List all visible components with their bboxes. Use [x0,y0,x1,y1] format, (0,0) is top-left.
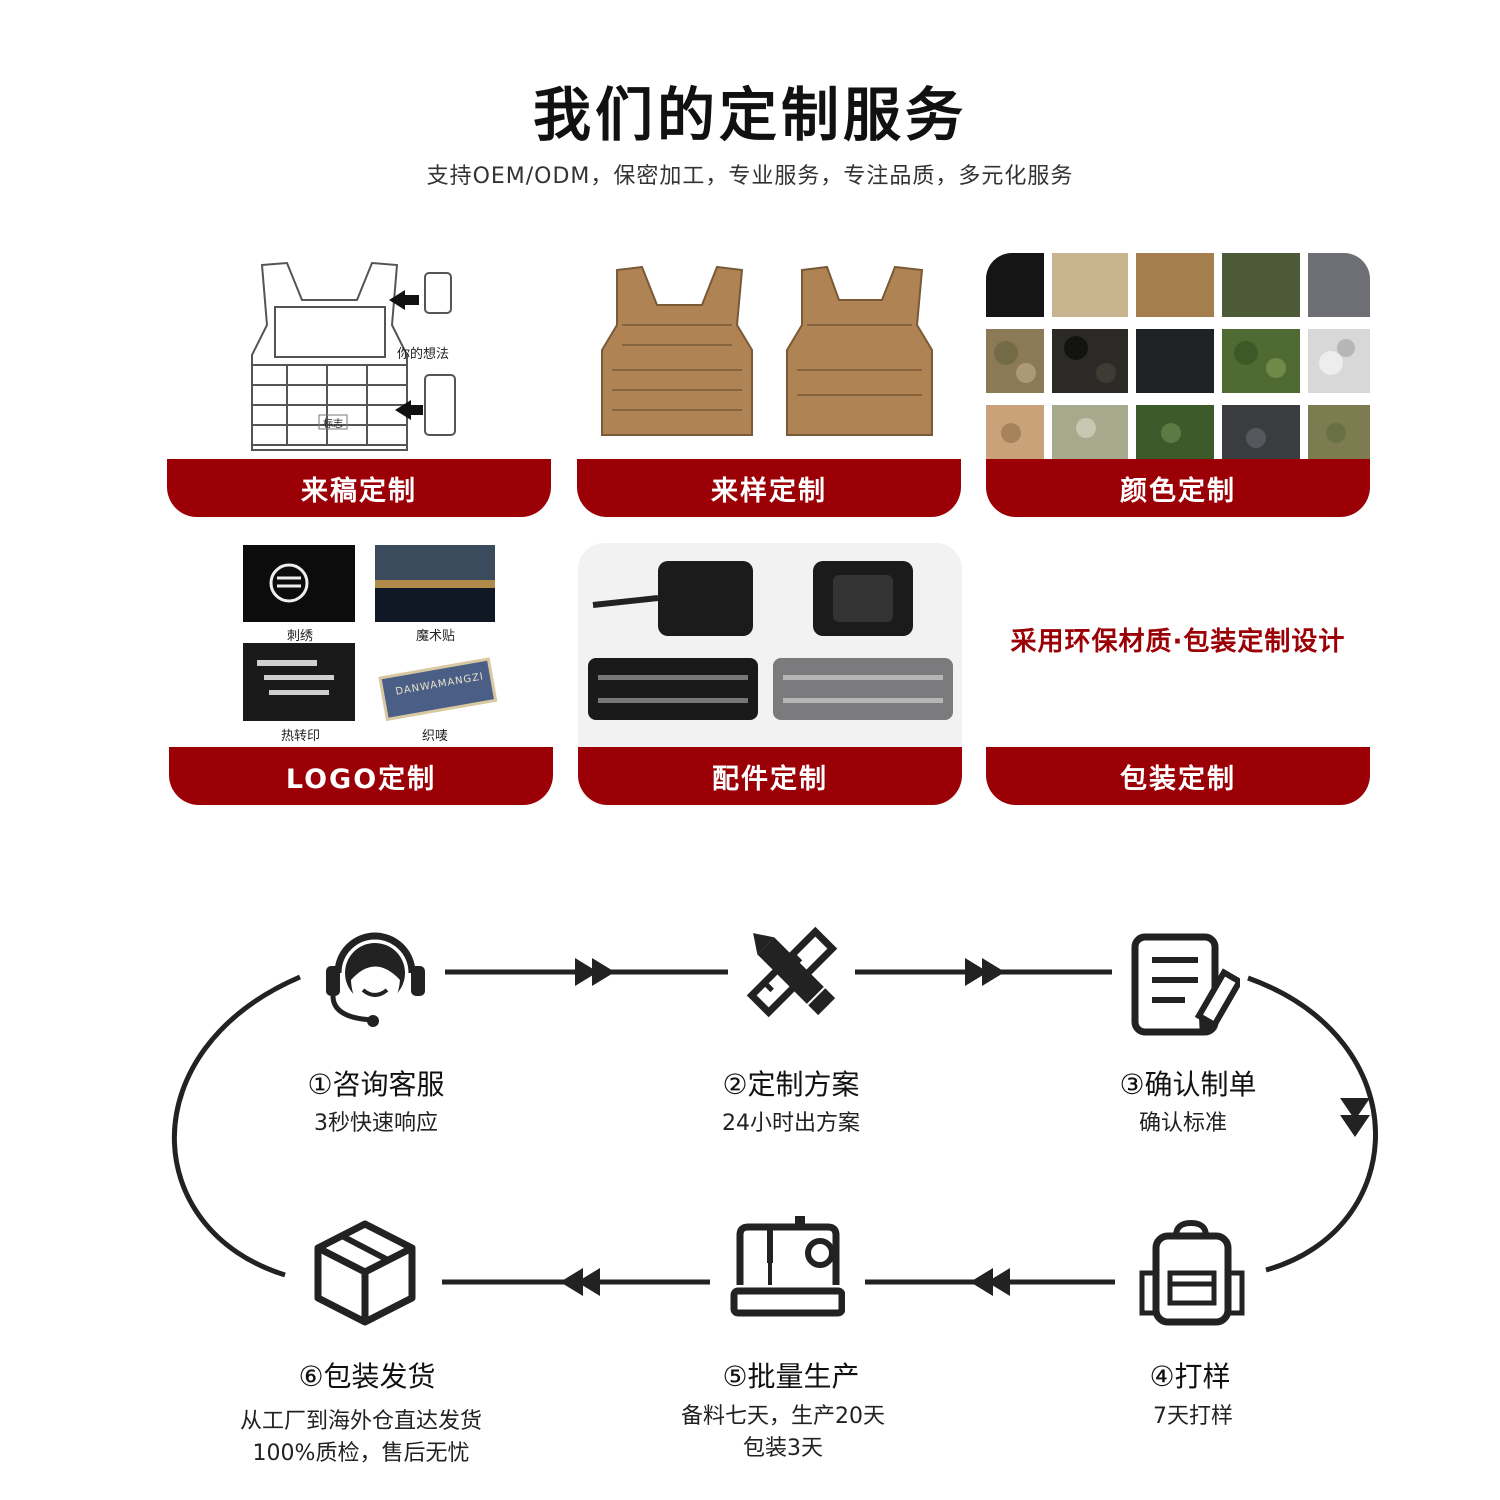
buckle-parts-image [578,543,962,747]
idea-note: 你的想法 [397,347,450,362]
step-5-sub-1: 备料七天，生产20天 [681,1404,885,1429]
document-edit-icon [1130,932,1244,1041]
card-packaging-custom[interactable]: 采用环保材质·包装定制设计 包装定制 [986,545,1370,805]
page-title: 我们的定制服务 [532,81,967,149]
card-label: LOGO定制 [169,747,553,805]
step-2-sub: 24小时出方案 [722,1111,860,1136]
step-6-sub-1: 从工厂到海外仓直达发货 [239,1409,482,1434]
card-drawing-custom[interactable]: 你的想法 标志 来稿定制 [167,245,551,517]
vest-sample-image [577,245,961,465]
sewing-machine-icon [730,1213,846,1327]
card-label: 包装定制 [986,747,1370,805]
step-4-title: ④打样 [1149,1360,1231,1393]
step-2-title: ②定制方案 [722,1068,860,1101]
color-swatch-grid [986,253,1370,465]
backpack-icon [1138,1218,1248,1332]
step-3-sub: 确认标准 [1138,1111,1227,1136]
velcro-label: 魔术贴 [416,629,456,644]
headset-agent-icon [318,918,433,1037]
card-color-custom[interactable]: 颜色定制 [986,253,1370,517]
vest-sketch-image [167,245,551,465]
step-1-sub: 3秒快速响应 [314,1111,438,1136]
woven-label-label: 织唛 [422,729,449,744]
card-label: 配件定制 [578,747,962,805]
page-subtitle: 支持OEM/ODM，保密加工，专业服务，专注品质，多元化服务 [426,164,1074,189]
logo-note: 标志 [323,419,343,430]
card-label: 来稿定制 [167,459,551,517]
card-sample-custom[interactable]: 来样定制 [577,245,961,517]
packaging-description: 采用环保材质·包装定制设计 [1010,627,1346,657]
heat-transfer-label: 热转印 [281,729,321,744]
package-box-icon [310,1218,420,1332]
pencil-ruler-icon [735,915,850,1034]
step-3-title: ③确认制单 [1119,1068,1257,1101]
step-6-title: ⑥包装发货 [298,1360,436,1393]
step-1-title: ①咨询客服 [307,1068,445,1101]
step-6-sub-2: 100%质检，售后无忧 [252,1441,470,1466]
card-label: 来样定制 [577,459,961,517]
card-parts-custom[interactable]: 配件定制 [578,543,962,805]
step-5-sub-2: 包装3天 [743,1436,823,1461]
embroidery-label: 刺绣 [287,629,314,644]
step-5-title: ⑤批量生产 [722,1360,860,1393]
logo-samples [169,540,553,747]
card-label: 颜色定制 [986,459,1370,517]
step-4-sub: 7天打样 [1153,1404,1233,1429]
card-logo-custom[interactable]: 刺绣 魔术贴 热转印 织唛 DANWAMANGZI LOGO定制 [169,540,553,805]
